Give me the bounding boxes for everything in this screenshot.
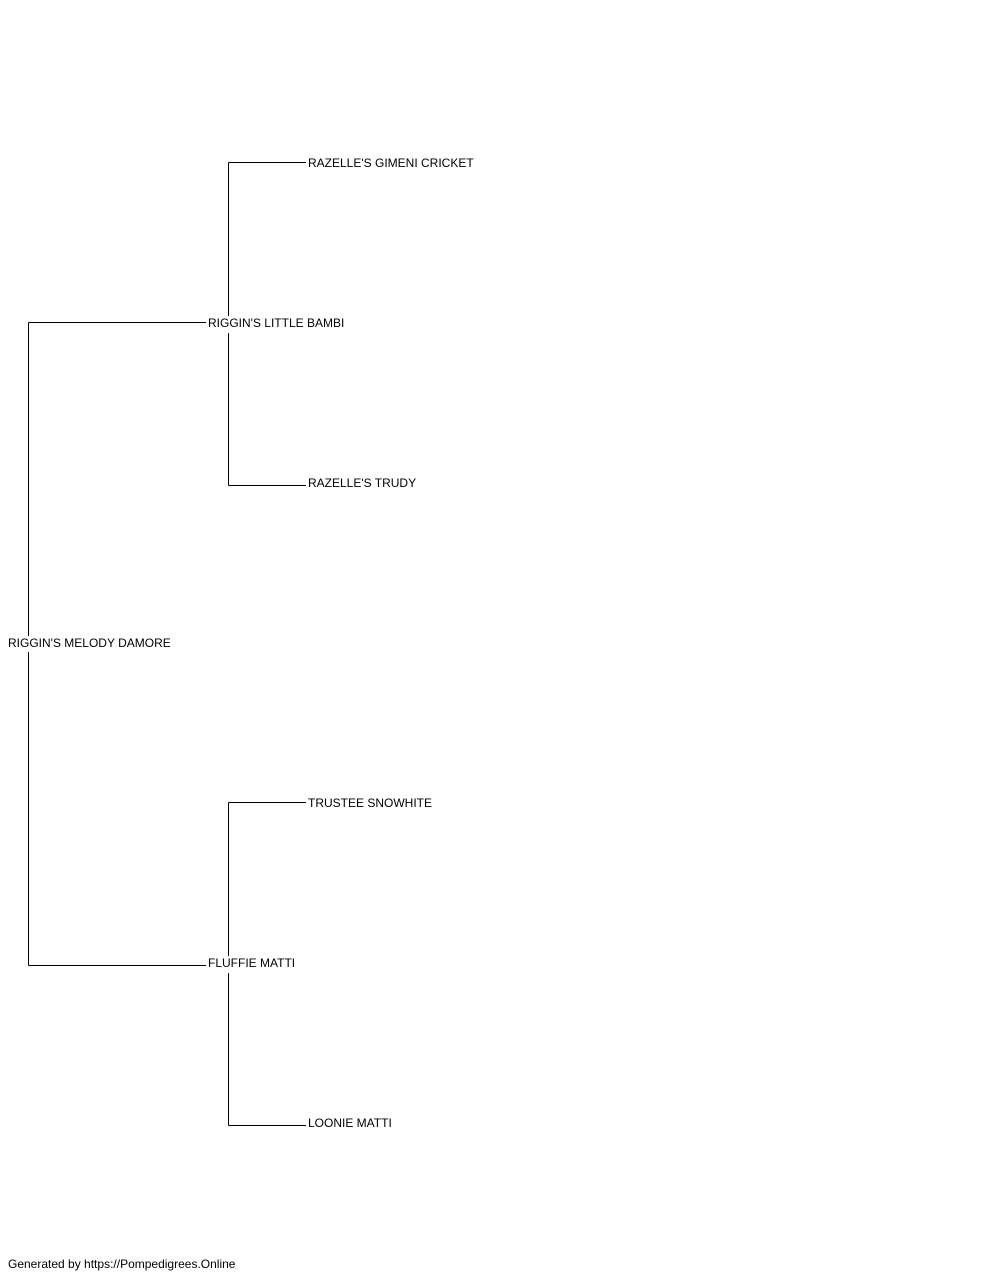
subject-name: RIGGIN'S MELODY DAMORE: [7, 636, 172, 652]
generated-by-footer: Generated by https://Pompedigrees.Online: [8, 1257, 236, 1271]
dam-dam-name: LOONIE MATTI: [307, 1116, 393, 1130]
dam-name: FLUFFIE MATTI: [207, 956, 297, 973]
sire-name: RIGGIN'S LITTLE BAMBI: [207, 316, 346, 333]
sire-dam-name: RAZELLE'S TRUDY: [307, 476, 418, 490]
sire-sire-name: RAZELLE'S GIMENI CRICKET: [307, 156, 475, 170]
dam-sire-name: TRUSTEE SNOWHITE: [307, 796, 434, 810]
